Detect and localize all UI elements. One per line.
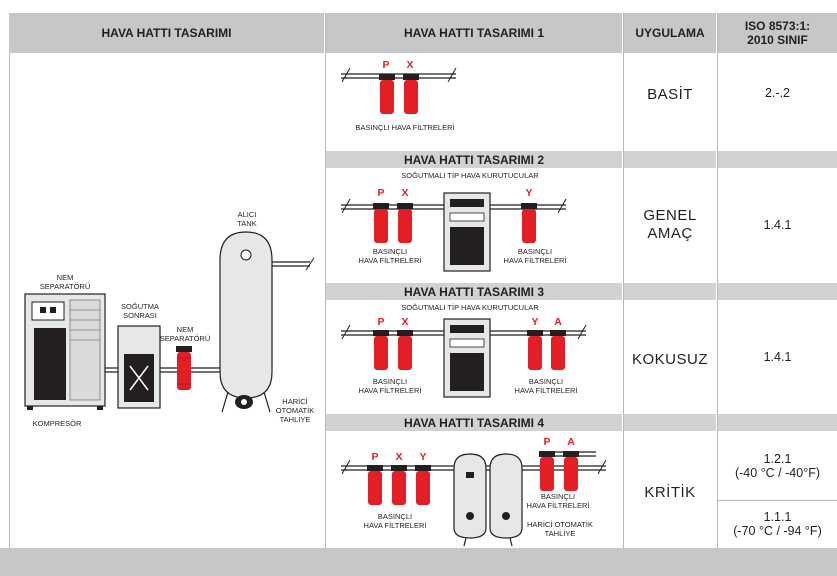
filter-p-icon xyxy=(367,465,383,505)
filter-y-icon xyxy=(415,465,431,505)
filter-x-letter: X xyxy=(401,187,409,199)
filter-a-letter: A xyxy=(554,316,562,328)
label-dryer-3: SOĞUTMALI TİP HAVA KURUTUCULAR xyxy=(401,303,539,312)
label-pressure-filters-2a: BASINÇLI HAVA FİLTRELERİ xyxy=(358,247,422,265)
filter-p-icon xyxy=(379,74,395,114)
row-2-app-strip xyxy=(624,151,716,168)
row-2-iso-strip xyxy=(718,151,837,168)
moisture-separator-icon xyxy=(176,346,192,390)
label-compressor: KOMPRESÖR xyxy=(32,419,82,428)
row-2-title: HAVA HATTI TASARIMI 2 xyxy=(326,151,622,168)
filter-p-icon xyxy=(373,330,389,370)
filter-x-letter: X xyxy=(395,451,403,463)
grid-line xyxy=(325,13,326,548)
label-external-drain: HARİCİ OTOMATİK TAHLİYE xyxy=(275,397,315,424)
label-pressure-filters-4b: BASINÇLI HAVA FİLTRELERİ xyxy=(526,492,590,510)
label-receiver-tank: ALICI TANK xyxy=(237,210,257,228)
filter-p-letter: P xyxy=(377,316,385,328)
label-moisture-separator: NEM SEPARATÖRÜ xyxy=(159,325,211,343)
filter-p-letter: P xyxy=(543,436,551,448)
receiver-tank-icon xyxy=(219,231,315,413)
filter-x-icon xyxy=(397,203,413,243)
filter-y-letter: Y xyxy=(525,187,533,199)
left-system-diagram xyxy=(24,231,315,413)
application-critical: KRİTİK xyxy=(644,484,696,501)
application-odorless: KOKUSUZ xyxy=(631,351,708,368)
application-basic: BASİT xyxy=(647,86,693,103)
row-4-app-strip xyxy=(624,414,716,431)
line-design-2-diagram xyxy=(341,192,567,272)
label-pressure-filters-2b: BASINÇLI HAVA FİLTRELERİ xyxy=(503,247,567,265)
filter-a-letter: A xyxy=(567,436,575,448)
label-moisture-separator-top: NEM SEPARATÖRÜ xyxy=(39,273,91,291)
label-pressure-filters-3b: BASINÇLI HAVA FİLTRELERİ xyxy=(514,377,578,395)
filter-y-icon xyxy=(527,330,543,370)
filter-p-icon xyxy=(373,203,389,243)
iso-class-2: 1.4.1 xyxy=(763,218,792,232)
refrigerated-dryer-icon xyxy=(443,318,491,398)
label-pressure-filters-3a: BASINÇLI HAVA FİLTRELERİ xyxy=(358,377,422,395)
header-design: HAVA HATTI TASARIMI xyxy=(9,13,324,53)
filter-x-icon xyxy=(403,74,419,114)
grid-line xyxy=(623,13,624,548)
row-3-iso-strip xyxy=(718,283,837,300)
line-design-3-diagram xyxy=(341,318,587,398)
label-pressure-filters-4a: BASINÇLI HAVA FİLTRELERİ xyxy=(363,512,427,530)
filter-x-icon xyxy=(391,465,407,505)
label-aftercooler: SOĞUTMA SONRASI xyxy=(121,302,159,320)
filter-y-letter: Y xyxy=(419,451,427,463)
label-dryer-2: SOĞUTMALI TİP HAVA KURUTUCULAR xyxy=(401,171,539,180)
row-4-title: HAVA HATTI TASARIMI 4 xyxy=(326,414,622,431)
filter-x-letter: X xyxy=(406,59,414,71)
iso-class-4a: 1.2.1 (-40 °C / -40°F) xyxy=(734,452,820,480)
filter-y-letter: Y xyxy=(531,316,539,328)
filter-y-icon xyxy=(521,203,537,243)
filter-p-letter: P xyxy=(371,451,379,463)
compressor-icon xyxy=(24,293,106,410)
row-3-app-strip xyxy=(624,283,716,300)
aftercooler-icon xyxy=(117,325,161,409)
header-line-1: HAVA HATTI TASARIMI 1 xyxy=(326,13,622,53)
line-design-4-diagram xyxy=(341,451,607,547)
iso-class-3: 1.4.1 xyxy=(763,350,792,364)
desiccant-dryer-icon xyxy=(453,453,523,547)
iso-class-4b: 1.1.1 (-70 °C / -94 °F) xyxy=(733,510,822,538)
filter-p-letter: P xyxy=(377,187,385,199)
application-general: GENEL AMAÇ xyxy=(643,207,697,242)
iso-class-1: 2.-.2 xyxy=(764,86,790,100)
filter-p-letter: P xyxy=(382,59,390,71)
filter-a-icon xyxy=(563,451,579,491)
filter-x-letter: X xyxy=(401,316,409,328)
label-external-drain-4: HARİCİ OTOMATİK TAHLİYE xyxy=(527,520,593,538)
header-application: UYGULAMA xyxy=(624,13,716,53)
refrigerated-dryer-icon xyxy=(443,192,491,272)
row-3-title: HAVA HATTI TASARIMI 3 xyxy=(326,283,622,300)
filter-a-icon xyxy=(550,330,566,370)
header-iso: ISO 8573:1: 2010 SINIF xyxy=(718,13,837,53)
grid-line xyxy=(718,500,837,501)
row-4-iso-strip xyxy=(718,414,837,431)
filter-p-icon xyxy=(539,451,555,491)
bottom-bar xyxy=(0,548,837,576)
label-pressure-filters-1: BASINÇLI HAVA FİLTRELERİ xyxy=(355,123,455,132)
filter-x-icon xyxy=(397,330,413,370)
grid-line xyxy=(717,13,718,548)
grid-line xyxy=(9,53,10,548)
line-design-1-diagram xyxy=(341,67,457,114)
